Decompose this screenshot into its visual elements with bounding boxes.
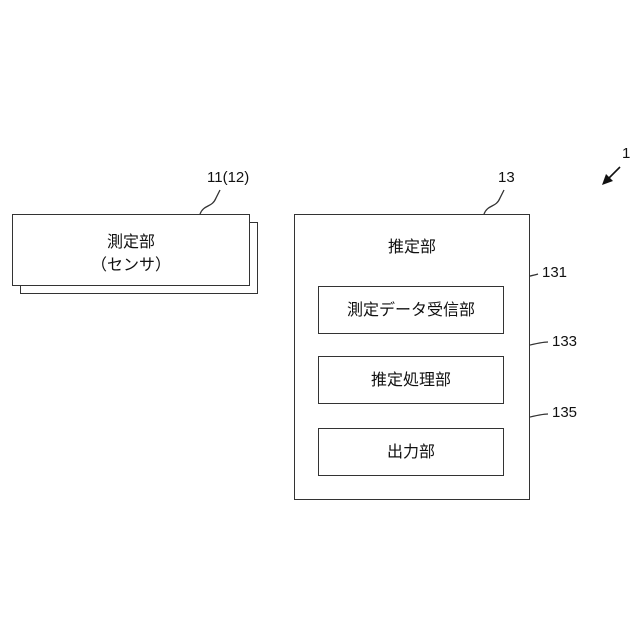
module-receiver-label: 測定データ受信部	[318, 301, 504, 319]
estimator-ref: 13	[498, 170, 515, 186]
system-ref: 1	[622, 146, 630, 162]
sensor-ref: 11(12)	[207, 170, 249, 186]
estimator-title: 推定部	[294, 238, 530, 256]
module-processing-label: 推定処理部	[318, 371, 504, 389]
module-output-label: 出力部	[318, 443, 504, 461]
module-processing-ref: 133	[552, 334, 577, 350]
module-output-ref: 135	[552, 405, 577, 421]
sensor-title: 測定部	[12, 233, 250, 251]
sensor-leader-line	[200, 190, 220, 214]
module-receiver-ref: 131	[542, 265, 567, 281]
estimator-leader-line	[484, 190, 504, 214]
sensor-subtitle: （センサ）	[12, 256, 250, 274]
